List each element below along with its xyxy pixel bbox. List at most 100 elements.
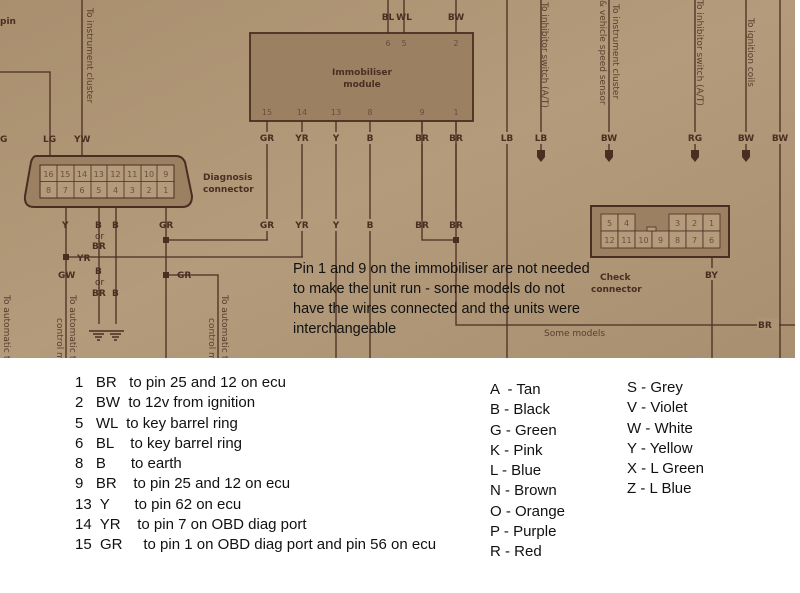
wire-label: BW — [738, 134, 754, 144]
wire-label-b2: B — [112, 221, 119, 231]
wire-label-br: BR — [92, 242, 106, 252]
wire-label-or2: or — [95, 278, 105, 288]
wire-label: LB — [501, 134, 514, 144]
fragment-label: pin — [0, 17, 16, 27]
obd-pin-number: 3 — [130, 186, 135, 195]
check-pin-number: 11 — [621, 236, 631, 245]
wire-label-or: or — [95, 232, 105, 242]
wire-label: BW — [448, 13, 464, 23]
immobiliser-title-1: Immobiliser — [332, 68, 392, 78]
connector-cell — [646, 226, 657, 232]
wire-label-br2: BR — [92, 289, 106, 299]
color-code-item: B - Black — [490, 401, 551, 419]
check-connector-label-2: connector — [591, 285, 642, 295]
wire-label-yw: YW — [73, 135, 91, 145]
wire-label-gw: GW — [58, 271, 75, 281]
arrow-down-icon — [605, 150, 613, 162]
wire-label-b: B — [95, 221, 102, 231]
color-code-item: V - Violet — [627, 399, 688, 417]
color-code-item: P - Purple — [490, 523, 557, 541]
immobiliser-module-box — [249, 32, 474, 122]
color-code-item: R - Red — [490, 543, 542, 561]
wire-label: GR — [260, 134, 274, 144]
pin-list-item: 5 WL to key barrel ring — [75, 414, 238, 432]
wire-label: GR — [260, 221, 274, 231]
note-overlay: Pin 1 and 9 on the immobiliser are not n… — [293, 261, 590, 337]
arrow-down-icon — [691, 150, 699, 162]
color-code-item: A - Tan — [490, 381, 541, 398]
wire-label: YR — [294, 221, 309, 231]
pin-list-item: 14 YR to pin 7 on OBD diag port — [75, 516, 307, 534]
check-pin-number: 8 — [675, 236, 680, 245]
obd-pin-number: 2 — [146, 186, 151, 195]
pin-list-item: 13 Y to pin 62 on ecu — [75, 495, 242, 513]
wire-label-y: Y — [61, 221, 69, 231]
obd-pin-number: 12 — [110, 170, 120, 179]
wire-label: YR — [294, 134, 309, 144]
check-pin-number: 3 — [675, 219, 680, 228]
diagnosis-connector-label-2: connector — [203, 185, 254, 195]
immobiliser-pin-number: 9 — [419, 108, 424, 117]
wire-label-g: G — [0, 135, 7, 145]
color-code-item: X - L Green — [627, 460, 704, 478]
wire-label-by: BY — [705, 271, 718, 281]
pin-list-item: 1 BR to pin 25 and 12 on ecu — [75, 374, 286, 391]
wire-label: Y — [332, 221, 340, 231]
immobiliser-title-2: module — [343, 80, 381, 90]
vehicle-speed-sensor-text: & vehicle speed sensor — [597, 0, 607, 105]
immobiliser-pin-number: 8 — [367, 108, 372, 117]
check-pin-number: 10 — [638, 236, 648, 245]
wire-label: RG — [688, 134, 702, 144]
wire-label: B — [367, 134, 374, 144]
note-line: have the wires connected and the units w… — [293, 301, 580, 317]
color-code-item: S - Grey — [627, 379, 683, 396]
wire-label-b4: B — [112, 289, 119, 299]
to-automatic-text-3b: control m — [206, 318, 216, 358]
check-pin-number: 6 — [709, 236, 714, 245]
arrow-down-icon — [537, 150, 545, 162]
note-line: interchangeable — [293, 321, 396, 337]
pin-list-item: 8 B to earth — [75, 455, 182, 473]
to-instrument-cluster-text-2: To instrument cluster — [610, 3, 620, 99]
pin-list: 1 BR to pin 25 and 12 on ecu 2 BW to 12v … — [75, 373, 436, 556]
wire-label: Y — [332, 134, 340, 144]
wire-label-gr2: GR — [177, 271, 191, 281]
wire-label-b3: B — [95, 267, 102, 277]
pin-list-item: 2 BW to 12v from ignition — [75, 394, 256, 412]
immobiliser-pin-number: 15 — [262, 108, 272, 117]
wire-label: LB — [535, 134, 548, 144]
to-automatic-text-2a: To automatic t — [67, 294, 77, 358]
immobiliser-pin-number: 2 — [453, 39, 458, 48]
wire-label-lg: LG — [43, 135, 56, 145]
connector-cell — [702, 230, 721, 249]
check-pin-number: 12 — [604, 236, 614, 245]
obd-pin-number: 15 — [60, 170, 70, 179]
to-automatic-text-3a: To automatic t — [219, 294, 229, 358]
obd-pin-number: 10 — [144, 170, 154, 179]
color-code-item: W - White — [627, 419, 693, 437]
check-pin-number: 9 — [658, 236, 663, 245]
obd-pin-number: 13 — [94, 170, 104, 179]
obd-pin-number: 9 — [163, 170, 168, 179]
obd-pin-number: 8 — [46, 186, 51, 195]
note-line: to make the unit run - some models do no… — [293, 281, 565, 297]
to-ignition-coils-text: To ignition coils — [745, 17, 755, 87]
obd-pin-number: 7 — [63, 186, 68, 195]
to-inhibitor-switch-text-1: To inhibitor switch (A/T) — [539, 1, 549, 108]
wire-label: WL — [396, 13, 412, 23]
immobiliser-pin-number: 14 — [297, 108, 307, 117]
to-automatic-text-1: To automatic t — [1, 294, 11, 358]
obd-pin-number: 6 — [79, 186, 84, 195]
wire-label: B — [367, 221, 374, 231]
color-code-item: O - Orange — [490, 502, 566, 520]
color-code-item: L - Blue — [490, 462, 542, 480]
color-code-item: N - Brown — [490, 482, 557, 500]
obd-pin-number: 1 — [163, 186, 168, 195]
immobiliser-pin-number: 1 — [453, 108, 458, 117]
wire-label-gr: GR — [159, 221, 173, 231]
obd-pin-number: 11 — [127, 170, 137, 179]
